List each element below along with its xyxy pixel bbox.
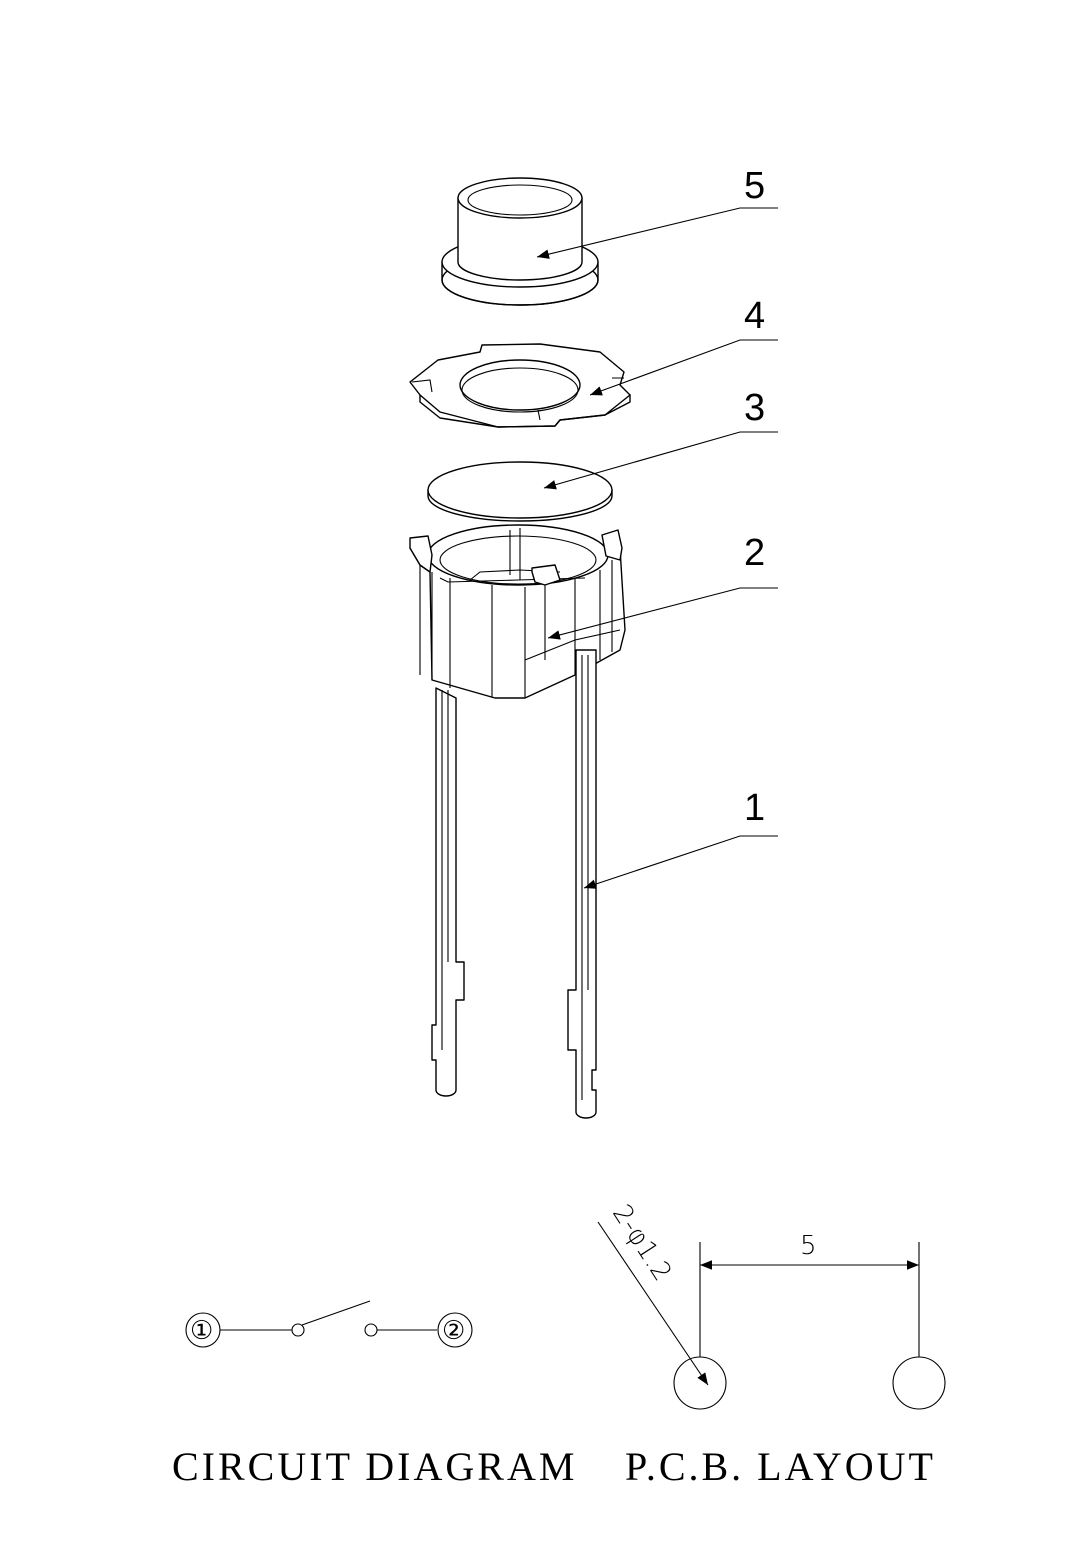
part-1-terminal-right (567, 649, 597, 1119)
part-2-housing (409, 524, 626, 699)
callout-2: 2 (744, 532, 765, 574)
callout-1: 1 (744, 787, 765, 829)
callout-5: 5 (744, 165, 765, 207)
circuit-diagram-caption: CIRCUIT DIAGRAM (172, 1444, 577, 1489)
circuit-terminal-1: ① (190, 1316, 213, 1346)
callout-3: 3 (744, 387, 765, 429)
part-3-dome-contact (427, 461, 613, 522)
part-5-cap (441, 177, 599, 306)
part-4-cover-plate (409, 343, 631, 428)
part-1-terminal-left (431, 687, 465, 1097)
pcb-layout-caption: P.C.B. LAYOUT (625, 1444, 936, 1489)
callout-4: 4 (744, 295, 765, 337)
callout-leaders (536, 207, 778, 889)
circuit-diagram: ① ② (185, 1300, 473, 1348)
pcb-hole-label: 2-φ1.2 (606, 1199, 677, 1286)
pcb-spacing-label: 5 (800, 1231, 817, 1261)
circuit-terminal-2: ② (442, 1316, 465, 1346)
pcb-layout (597, 1221, 946, 1410)
